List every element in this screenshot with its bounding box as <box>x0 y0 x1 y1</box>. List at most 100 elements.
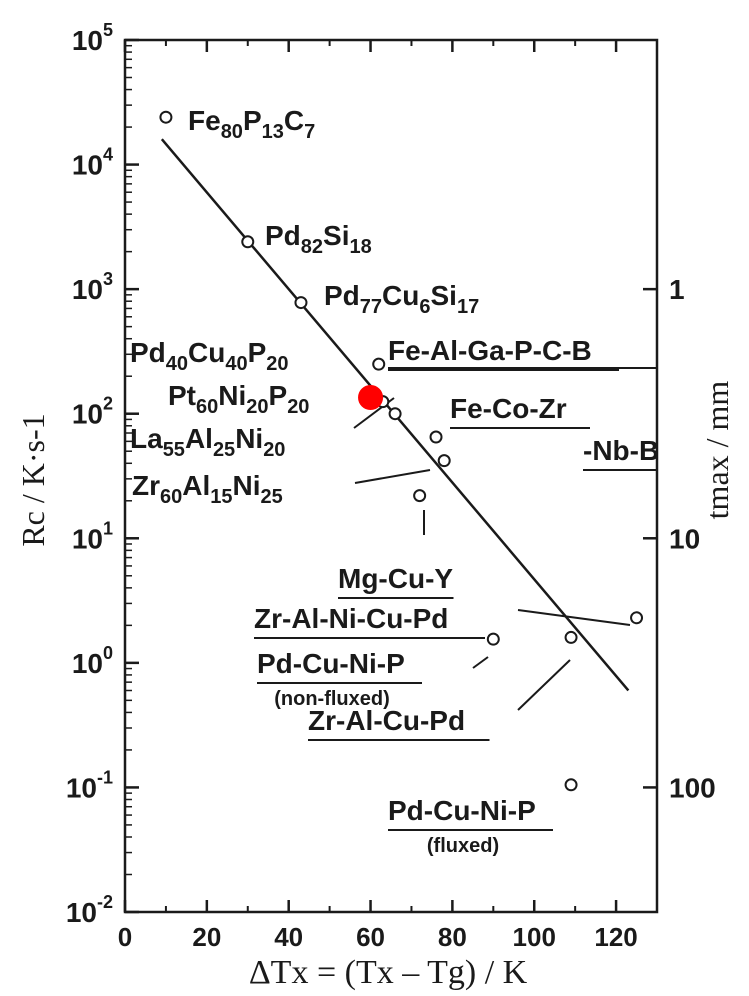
label-text: Pd <box>130 337 166 368</box>
label-text: P <box>269 380 288 411</box>
label-text: Cu <box>382 280 419 311</box>
y-tick-label: 105 <box>72 20 113 56</box>
data-point <box>413 489 427 503</box>
label-text: Fe-Al-Ga-P-C-B <box>388 335 592 366</box>
label-subscript: 13 <box>262 121 284 143</box>
x-tick-label: 120 <box>594 922 637 952</box>
data-point <box>372 357 386 371</box>
label-text: Ni <box>235 423 263 454</box>
label-subscript: 80 <box>221 121 243 143</box>
data-point <box>437 454 451 468</box>
point-label: Zr-Al-Ni-Cu-Pd <box>254 603 448 634</box>
label-subscript: 17 <box>457 296 479 318</box>
point-label: La55Al25Ni20 <box>130 423 285 461</box>
data-point <box>294 296 308 310</box>
point-label: Pd82Si18 <box>265 220 372 258</box>
data-point <box>241 235 255 249</box>
label-subscript: 15 <box>210 486 232 508</box>
y-tick-exponent: 4 <box>103 145 113 165</box>
label-text: Al <box>182 470 210 501</box>
data-point <box>429 430 443 444</box>
point-label: Pt60Ni20P20 <box>168 380 309 418</box>
y-tick-exponent: 0 <box>103 643 113 663</box>
label-subscript: 55 <box>163 439 185 461</box>
label-text: Mg-Cu-Y <box>338 563 453 594</box>
y-tick-label: 101 <box>72 518 113 554</box>
point-label: Pd40Cu40P20 <box>130 337 289 375</box>
label-text: Cu <box>188 337 225 368</box>
label-text: Al <box>185 423 213 454</box>
label-text: La <box>130 423 163 454</box>
label-text: P <box>248 337 267 368</box>
data-point <box>564 778 578 792</box>
y-tick-label: 10-1 <box>66 767 113 803</box>
y-tick-label: 103 <box>72 269 113 305</box>
label-text: Pd-Cu-Ni-P <box>257 648 405 679</box>
y2-tick-label: 1 <box>669 274 685 305</box>
label-subscript: 25 <box>261 486 283 508</box>
y-tick-base: 10 <box>72 648 103 679</box>
y-tick-exponent: 3 <box>103 269 113 289</box>
y-tick-base: 10 <box>72 150 103 181</box>
data-point <box>630 611 644 625</box>
y-tick-label: 102 <box>72 394 113 430</box>
label-subscript: 25 <box>213 439 235 461</box>
point-layer <box>159 110 644 792</box>
label-text: Pd <box>324 280 360 311</box>
y-tick-label: 100 <box>72 643 113 679</box>
label-subscript: 20 <box>287 396 309 418</box>
x-tick-label: 40 <box>274 922 303 952</box>
y-tick-base: 10 <box>66 897 97 928</box>
point-note: (non-fluxed) <box>274 688 390 710</box>
label-subscript: 6 <box>419 296 430 318</box>
x-tick-label: 100 <box>513 922 556 952</box>
y-tick-exponent: -1 <box>97 767 113 787</box>
y2-tick-label: 100 <box>669 772 716 803</box>
label-text: P <box>243 105 262 136</box>
label-text: -Nb-B <box>583 435 659 466</box>
label-text: Pd <box>265 220 301 251</box>
label-subscript: 7 <box>304 121 315 143</box>
y-tick-exponent: 5 <box>103 20 113 40</box>
label-subscript: 18 <box>350 236 372 258</box>
x-tick-label: 60 <box>356 922 385 952</box>
point-label: Fe-Al-Ga-P-C-B <box>388 335 592 366</box>
y-tick-label: 10-2 <box>66 892 113 928</box>
label-text: Zr <box>132 470 160 501</box>
label-subscript: 20 <box>246 396 268 418</box>
label-text: Pd-Cu-Ni-P <box>388 795 536 826</box>
label-text: Ni <box>218 380 246 411</box>
label-subscript: 20 <box>266 353 288 375</box>
leader-line <box>472 656 489 669</box>
point-label: Zr60Al15Ni25 <box>132 470 283 508</box>
x-axis-title: ΔTx = (Tx – Tg) / K <box>249 954 528 991</box>
label-subscript: 82 <box>301 236 323 258</box>
label-text: Fe-Co-Zr <box>450 393 567 424</box>
label-text: Si <box>430 280 456 311</box>
y-tick-base: 10 <box>72 274 103 305</box>
label-text: Si <box>323 220 349 251</box>
point-label: Zr-Al-Cu-Pd <box>308 705 465 736</box>
y-tick-exponent: 2 <box>103 394 113 414</box>
point-label: Pd-Cu-Ni-P <box>388 795 536 826</box>
data-point <box>388 407 402 421</box>
label-subscript: 40 <box>225 353 247 375</box>
label-subscript: 60 <box>196 396 218 418</box>
label-subscript: 77 <box>360 296 382 318</box>
y-tick-exponent: -2 <box>97 892 113 912</box>
point-label: Pd77Cu6Si17 <box>324 280 479 318</box>
plot-frame <box>123 38 659 914</box>
data-point <box>159 110 173 124</box>
x-tick-label: 20 <box>192 922 221 952</box>
x-tick-label: 0 <box>118 922 132 952</box>
label-subscript: 20 <box>263 439 285 461</box>
label-subscript: 40 <box>166 353 188 375</box>
point-label: Fe80P13C7 <box>188 105 315 143</box>
y-tick-label: 104 <box>72 145 113 181</box>
y-tick-exponent: 1 <box>103 518 113 538</box>
point-label: Fe-Co-Zr -Nb-B <box>450 393 659 466</box>
label-text: Zr-Al-Ni-Cu-Pd <box>254 603 448 634</box>
label-text: Pt <box>168 380 196 411</box>
